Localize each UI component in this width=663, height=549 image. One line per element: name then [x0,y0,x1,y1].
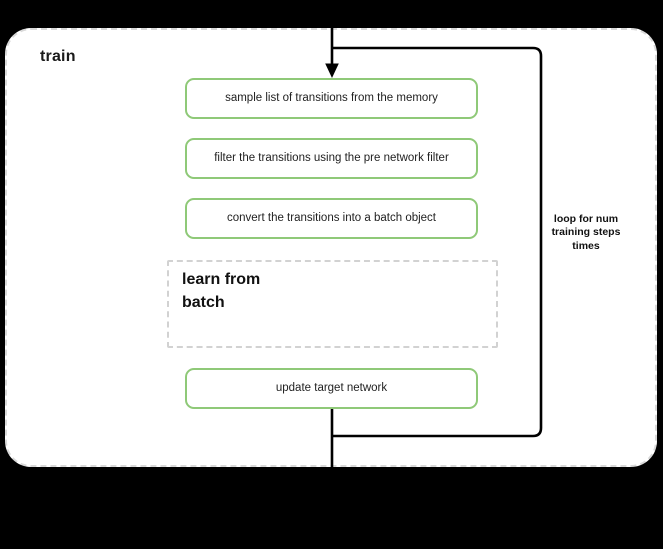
step-label: convert the transitions into a batch obj… [226,211,437,224]
step-label: sample list of transitions from the memo… [225,91,438,104]
learn-from-batch-block[interactable]: learn from batch [167,260,498,348]
sub-block-title-line-1: learn from [182,271,261,288]
sub-block-title: learn from batch [182,269,312,314]
sub-block-title-line-2: batch [182,293,225,311]
step-filter-transitions[interactable]: filter the transitions using the pre net… [185,138,478,179]
step-update-target-network[interactable]: update target network [185,368,478,409]
loop-annotation-line-2: training steps [551,226,621,239]
loop-annotation-line-3: times [572,239,600,252]
step-label: update target network [275,381,388,394]
loop-annotation: loop for num training steps times [546,213,626,253]
step-convert-batch[interactable]: convert the transitions into a batch obj… [185,198,478,239]
step-label: filter the transitions using the pre net… [214,151,449,164]
page-title: train [40,48,76,65]
loop-annotation-line-1: loop for num [553,213,619,225]
step-sample-transitions[interactable]: sample list of transitions from the memo… [185,78,478,119]
